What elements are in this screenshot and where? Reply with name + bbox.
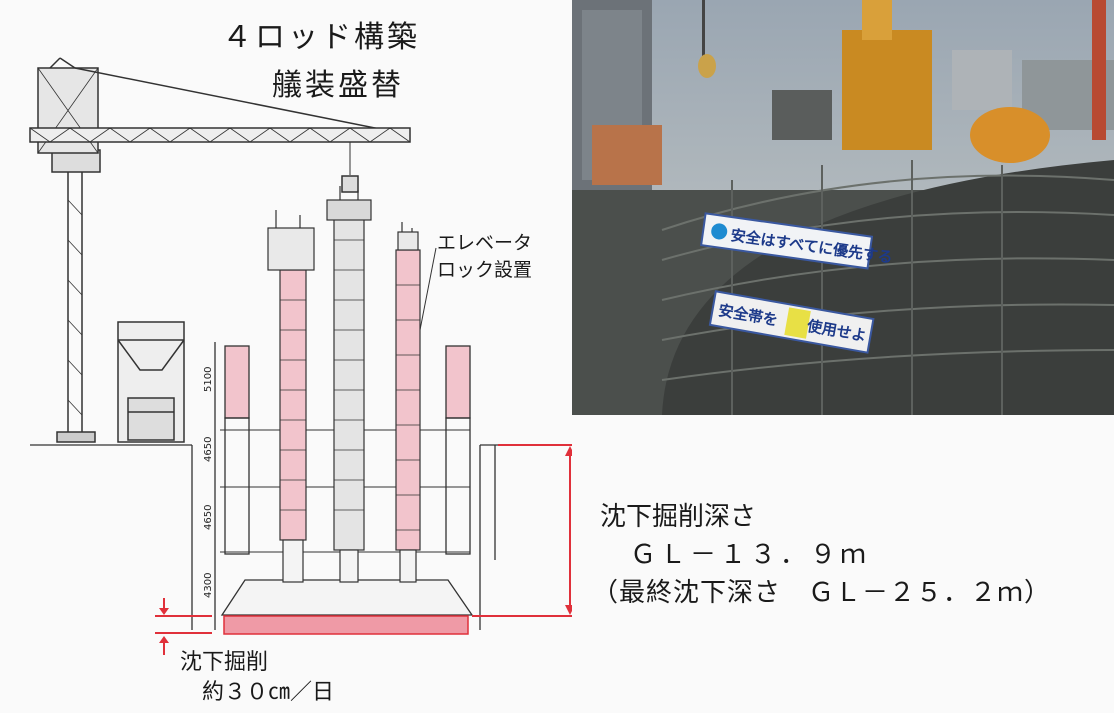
- rod-2: [326, 186, 372, 583]
- height-label-4: 4300: [203, 573, 214, 598]
- daily-note-line-2: 約３０㎝／日: [202, 680, 335, 705]
- depth-dimension-line: [472, 444, 572, 617]
- elevator-note-line-2: ロック設置: [437, 259, 533, 281]
- elevator-leader-line: [419, 247, 437, 331]
- excavation-walls: [30, 342, 500, 630]
- right-wall-segments: [445, 345, 471, 555]
- height-label-2: 4650: [203, 437, 214, 462]
- rod-1: [267, 210, 315, 583]
- daily-excavation-note: 沈下掘削 約３０㎝／日: [180, 648, 334, 708]
- excavation-layer: [223, 615, 469, 635]
- height-label-1: 5100: [203, 367, 214, 392]
- construction-drawing: 5100 4650 4650 4300: [29, 57, 572, 655]
- left-wall-segments: [224, 345, 250, 555]
- rod-3: [395, 222, 421, 583]
- depth-note-line-2: ＧＬ－１３．９ｍ: [630, 540, 871, 570]
- caisson-base: [220, 579, 474, 616]
- title-line-1: ４ロッド構築: [222, 20, 420, 55]
- daily-note-line-1: 沈下掘削: [180, 650, 269, 675]
- batcher-plant: [117, 321, 185, 443]
- height-label-3: 4650: [203, 505, 214, 530]
- depth-note-line-1: 沈下掘削深さ: [600, 502, 757, 532]
- depth-note: 沈下掘削深さ ＧＬ－１３．９ｍ （最終沈下深さ ＧＬ－２５．２ｍ）: [592, 498, 1051, 612]
- daily-excavation-arrows: [155, 598, 212, 655]
- depth-note-line-3: （最終沈下深さ ＧＬ－２５．２ｍ）: [592, 578, 1052, 608]
- section-height-labels: 5100 4650 4650 4300: [203, 367, 214, 598]
- elevator-lock-note: エレベータ ロック設置: [437, 230, 532, 284]
- elevator-note-line-1: エレベータ: [437, 232, 533, 254]
- site-photo: 安全はすべてに優先する 安全帯を 使用せよ: [572, 0, 1114, 415]
- tower-crane: [29, 57, 411, 443]
- title-line-2: 艤装盛替: [272, 68, 404, 103]
